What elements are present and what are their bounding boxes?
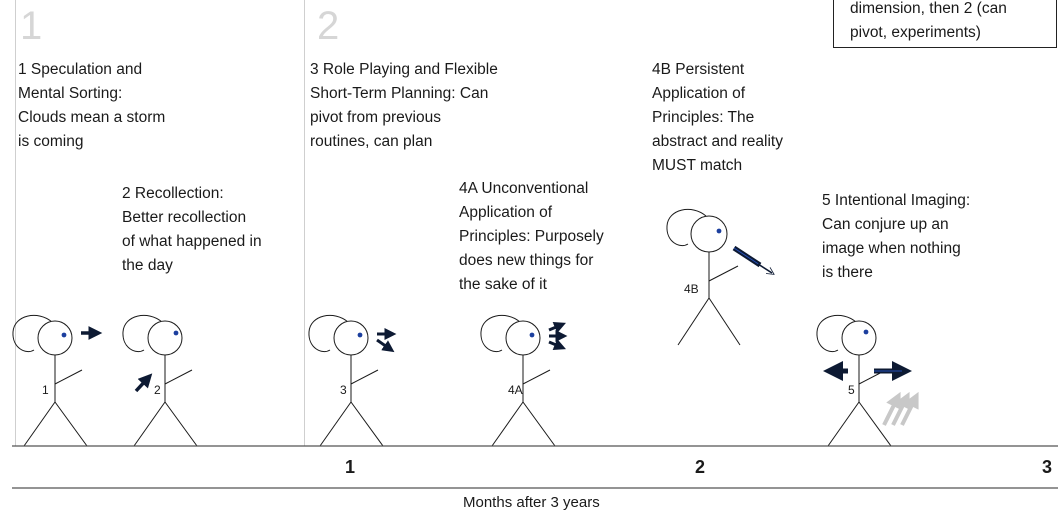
eye-2 [173,330,179,336]
arrow-4b-persistent-head [757,263,772,273]
figure-label-1: 1 [42,383,49,397]
stick-figure-5 [816,314,892,447]
figure-label-3: 3 [340,383,347,397]
stick-figure-4a [480,314,556,447]
stick-figure-4b [666,208,741,346]
ghost-arrows-imagined [882,391,919,426]
legend-note-text: dimension, then 2 (can pivot, experiment… [850,0,1007,41]
figure-label-4a: 4A [508,383,523,397]
eye-4a [529,332,535,338]
stage-5-label: 5 Intentional Imaging: Can conjure up an… [822,192,971,281]
stage-1-label: 1 Speculation and Mental Sorting: Clouds… [18,61,166,150]
axis-tick-3: 3 [1042,457,1053,477]
eye-3 [357,332,363,338]
stage-3-label: 3 Role Playing and Flexible Short-Term P… [310,61,498,150]
figure-label-5: 5 [848,383,855,397]
stage-2-label: 2 Recollection: Better recollection of w… [122,185,262,274]
axis-tick-2: 2 [695,457,706,477]
eye-5 [863,329,869,335]
arrow-3-pivot [376,338,395,353]
figure-label-4b: 4B [684,282,699,296]
arrow-4a-down [548,338,566,350]
axis-tick-1: 1 [345,457,356,477]
eye-1 [61,332,67,338]
stick-figure-2 [122,314,198,447]
stage-4a-label: 4A Unconventional Application of Princip… [459,180,604,293]
divider-line-2 [304,0,305,446]
stick-figure-1 [12,314,88,447]
stage-marker-2: 2 [317,4,340,48]
eye-4b [716,228,722,234]
arrow-4a-up [548,322,566,334]
stick-figure-3 [308,314,384,447]
legend-note-box: dimension, then 2 (can pivot, experiment… [833,0,1057,48]
arrow-2-recall [134,373,153,393]
figure-label-2: 2 [154,383,161,397]
arrow-4b-persistent-outline [733,247,761,266]
stage-marker-1: 1 [20,4,43,48]
divider-line-1 [15,0,16,446]
stage-4b-label: 4B Persistent Application of Principles:… [652,61,783,174]
axis-label: Months after 3 years [463,494,600,511]
